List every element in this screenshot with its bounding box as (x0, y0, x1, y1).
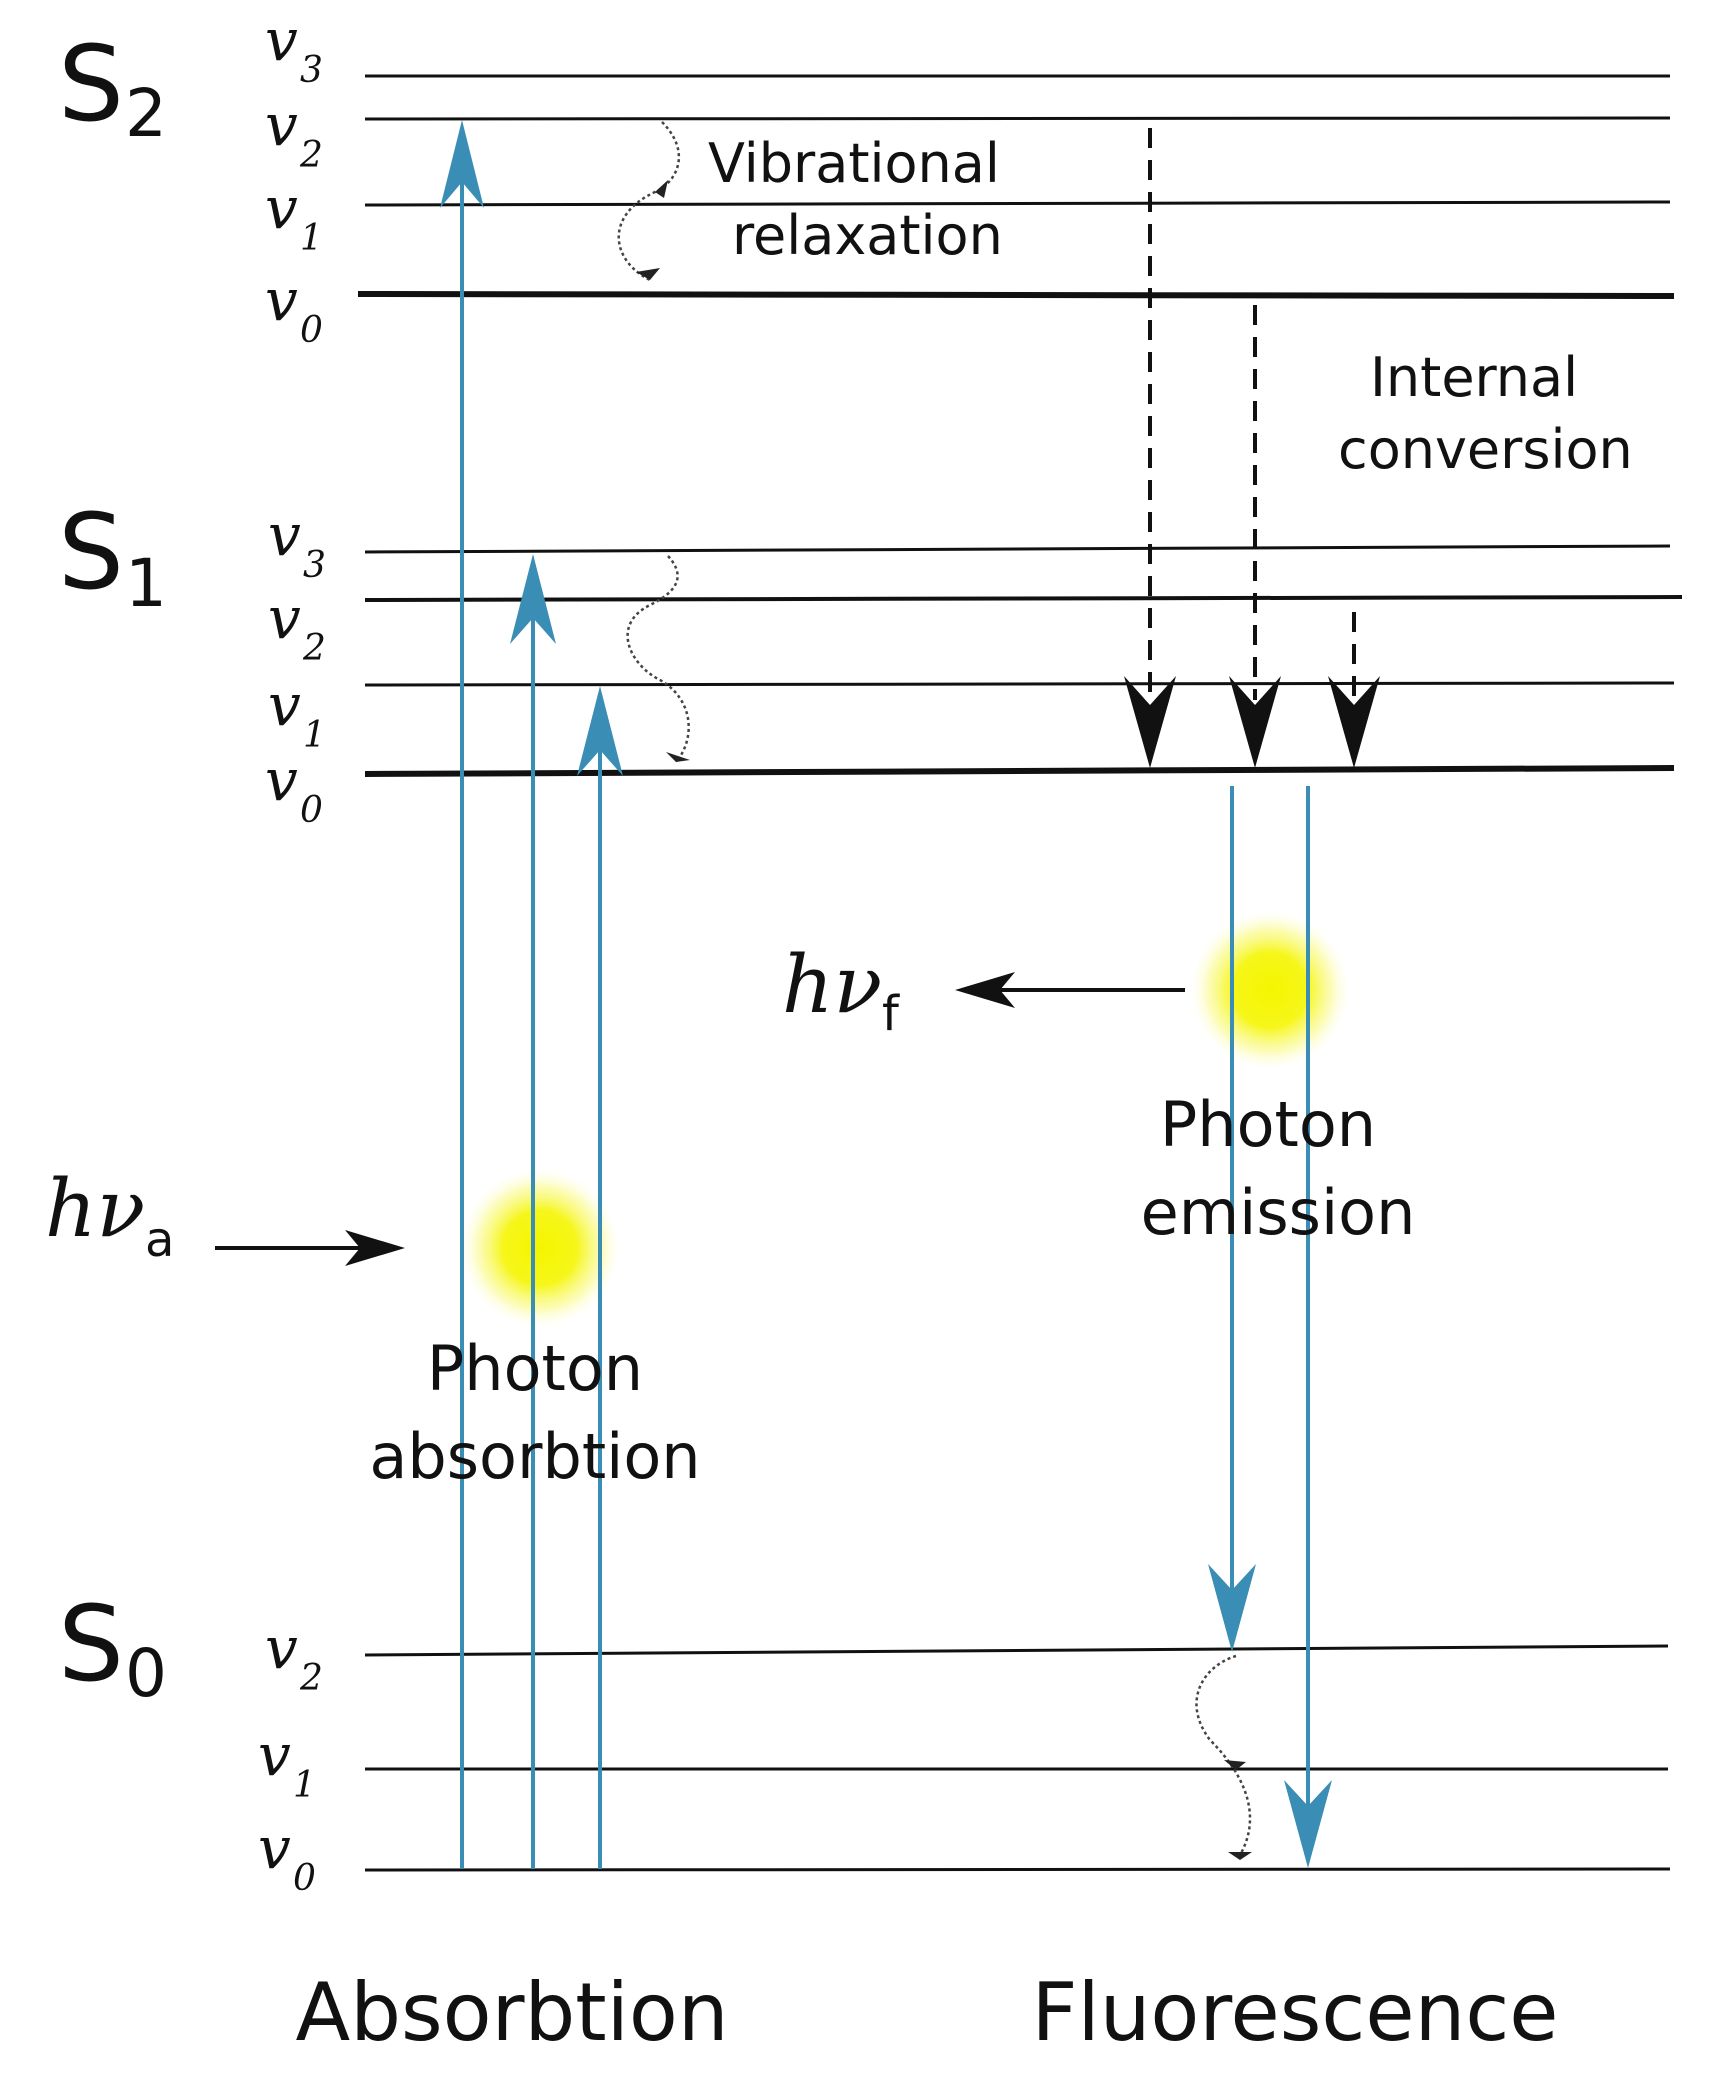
emission-arrow-to-s0-v0 (1284, 786, 1332, 1868)
svg-text:1: 1 (303, 715, 326, 756)
svg-text:v: v (265, 91, 298, 159)
s1-v3-line (364, 544, 1671, 554)
svg-text:v: v (265, 746, 298, 814)
svg-text:2: 2 (302, 628, 326, 669)
s0-v2-line (364, 1644, 1669, 1657)
svg-text:relaxation: relaxation (732, 204, 1003, 267)
incoming-photon-arrow (215, 1230, 405, 1266)
svg-text:0: 0 (300, 790, 323, 831)
ic-arrow-3 (1328, 612, 1380, 768)
svg-text:v: v (268, 671, 301, 739)
fluorescence-title: Fluorescence (1031, 1966, 1558, 2059)
s2-v0-line (357, 291, 1675, 299)
ic-arrow-2 (1229, 305, 1281, 768)
s2-v1-line (364, 200, 1671, 207)
svg-text:hν: hν (45, 1162, 145, 1255)
vibrational-relaxation-label: Vibrational relaxation (708, 132, 1003, 267)
vibrational-relaxation-arrowheads (636, 180, 1252, 1860)
s2-relaxation-path (617, 121, 681, 282)
svg-text:0: 0 (125, 1635, 167, 1712)
svg-text:v: v (258, 1814, 291, 1882)
svg-text:emission: emission (1141, 1176, 1416, 1249)
svg-text:Vibrational: Vibrational (708, 132, 1000, 195)
s1-v2-line (364, 595, 1683, 602)
svg-text:a: a (145, 1212, 174, 1268)
svg-text:f: f (882, 986, 900, 1042)
photon-absorption-label: Photon absorbtion (369, 1332, 700, 1493)
svg-text:2: 2 (125, 75, 167, 152)
state-s1-label: S 1 (58, 491, 167, 622)
s1-relaxation-path (626, 555, 690, 763)
vibrational-relaxation-paths (617, 121, 1252, 1856)
svg-text:conversion: conversion (1338, 418, 1633, 481)
emission-arrow-to-s0-v2 (1208, 786, 1256, 1652)
svg-text:Internal: Internal (1370, 346, 1578, 409)
svg-text:hν: hν (782, 938, 882, 1031)
svg-text:0: 0 (293, 1858, 316, 1899)
internal-conversion-label: Internal conversion (1338, 346, 1633, 481)
svg-text:v: v (268, 584, 301, 652)
absorbtion-title: Absorbtion (295, 1966, 728, 2059)
absorption-arrows (440, 120, 623, 1869)
svg-text:3: 3 (303, 545, 326, 586)
svg-text:1: 1 (125, 545, 167, 622)
svg-text:3: 3 (300, 50, 323, 91)
absorption-arrow-to-s1-v3 (510, 554, 556, 1869)
svg-text:v: v (265, 6, 298, 74)
svg-text:S: S (58, 23, 124, 145)
svg-text:S: S (58, 1583, 124, 1705)
s2-v2-line (364, 116, 1671, 121)
svg-text:2: 2 (299, 135, 323, 176)
energy-levels (357, 74, 1683, 1872)
state-s0-label: S 0 (58, 1583, 167, 1712)
fluorescence-arrows (1208, 786, 1332, 1868)
svg-text:S: S (58, 491, 124, 613)
svg-text:v: v (268, 501, 301, 569)
svg-text:Photon: Photon (1160, 1088, 1376, 1161)
svg-text:v: v (265, 174, 298, 242)
svg-text:2: 2 (299, 1658, 323, 1699)
svg-text:0: 0 (300, 310, 323, 351)
svg-text:v: v (265, 266, 298, 334)
absorption-arrow-to-s2-v2 (440, 120, 484, 1869)
hv-a-label: hν a (45, 1162, 174, 1268)
svg-text:1: 1 (293, 1765, 316, 1806)
absorption-arrow-to-s1-v1 (577, 686, 623, 1869)
ic-arrow-1 (1124, 128, 1176, 768)
absorption-photon-glow (458, 1166, 622, 1330)
s1-v0-line (364, 765, 1675, 777)
hv-f-label: hν f (782, 938, 900, 1042)
svg-text:v: v (265, 1614, 298, 1682)
internal-conversion-arrows (1124, 128, 1380, 768)
svg-text:1: 1 (300, 218, 323, 259)
svg-text:v: v (258, 1721, 291, 1789)
s1-v1-line (364, 681, 1675, 687)
svg-text:absorbtion: absorbtion (369, 1420, 700, 1493)
s0-relaxation-path (1195, 1654, 1252, 1856)
s0-v0-line (364, 1867, 1671, 1872)
emission-photon-glow (1188, 908, 1352, 1072)
state-s2-label: S 2 (58, 23, 167, 152)
svg-text:Photon: Photon (427, 1332, 643, 1405)
outgoing-photon-arrow (955, 972, 1185, 1008)
photon-emission-label: Photon emission (1141, 1088, 1416, 1249)
